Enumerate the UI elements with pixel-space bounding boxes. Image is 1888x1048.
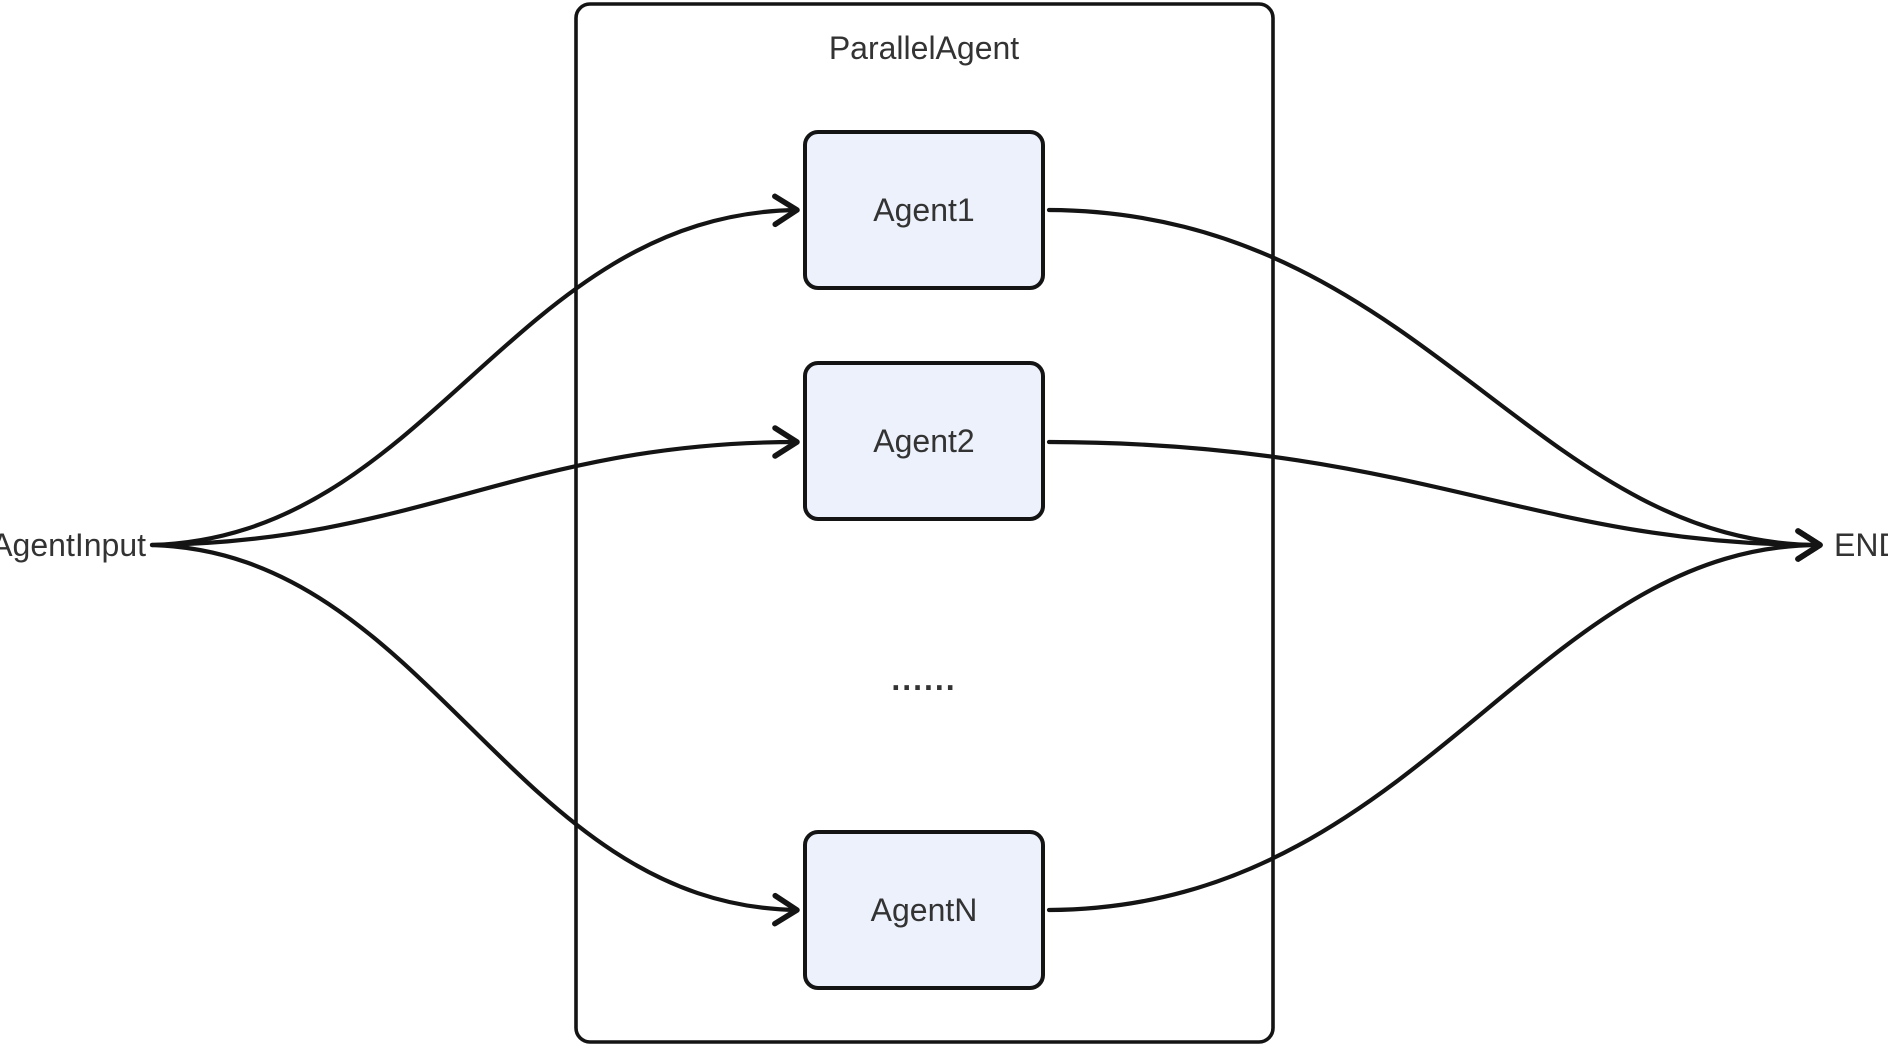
edge-input-to-agent2 bbox=[149, 425, 800, 548]
edge-agent1-to-end bbox=[1046, 207, 1823, 562]
edge-input-to-agentN bbox=[149, 542, 800, 927]
ellipsis-label: ...... bbox=[891, 661, 956, 697]
edge-input-to-agent1 bbox=[149, 193, 800, 548]
edge-agent2-to-end bbox=[1046, 439, 1823, 562]
agent-input-label: AgentInput bbox=[0, 527, 146, 563]
node-agentN bbox=[803, 830, 1045, 990]
parallel-agent-container bbox=[574, 2, 1275, 1044]
parallel-agent-title: ParallelAgent bbox=[829, 30, 1019, 66]
node-agent2-label: Agent2 bbox=[873, 423, 974, 459]
edge-agentN-to-end bbox=[1046, 528, 1823, 913]
node-agent1 bbox=[803, 130, 1045, 290]
node-agent1-label: Agent1 bbox=[873, 192, 974, 228]
node-agent2 bbox=[803, 361, 1045, 521]
end-label: END bbox=[1834, 527, 1888, 563]
node-agentN-label: AgentN bbox=[871, 892, 978, 928]
